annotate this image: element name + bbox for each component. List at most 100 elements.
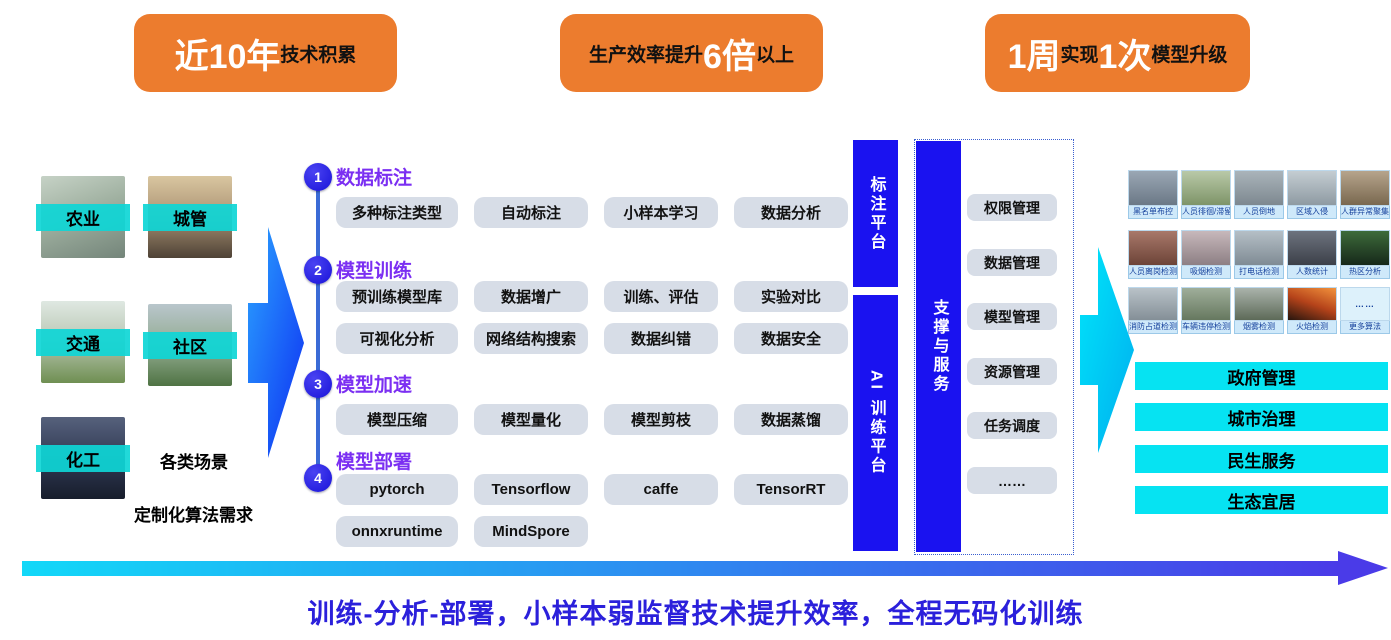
tag: Tensorflow [474, 474, 588, 505]
algorithm-label: 人员徘徊/滞留 [1181, 206, 1231, 219]
scenario-label-community: 社区 [143, 332, 237, 359]
banner-highlight: 1次 [1098, 37, 1152, 76]
algorithm-cell: 人员徘徊/滞留 [1181, 170, 1231, 219]
banner-text: 模型升级 [1151, 44, 1228, 66]
tag: 数据分析 [734, 197, 848, 228]
scenario-label-traffic: 交通 [36, 329, 130, 356]
algorithm-cell: 火焰检测 [1287, 287, 1337, 334]
flow-arrow-left-icon [248, 227, 304, 458]
service-resource-management: 资源管理 [967, 358, 1057, 385]
more-algorithms-dots: …… [1340, 287, 1390, 321]
algorithm-label: 区域入侵 [1287, 206, 1337, 219]
algorithm-thumbnail [1181, 230, 1231, 266]
application-government-management: 政府管理 [1135, 362, 1388, 390]
tag: onnxruntime [336, 516, 458, 547]
tag: 数据增广 [474, 281, 588, 312]
algorithm-cell: 烟雾检测 [1234, 287, 1284, 334]
tag: 数据纠错 [604, 323, 718, 354]
algorithm-label: 车辆违停检测 [1181, 321, 1231, 334]
tag: 模型量化 [474, 404, 588, 435]
algorithm-label: 打电话检测 [1234, 266, 1284, 279]
scenario-thumb-chemical: 化工 [36, 417, 130, 499]
bottom-flow-arrow-body [22, 561, 1338, 576]
bottom-flow-arrow-head-icon [1338, 551, 1388, 585]
algorithm-cell: 人群异常聚集 [1340, 170, 1390, 219]
algorithm-cell-more: ……更多算法 [1340, 287, 1390, 334]
algorithm-grid-row-1: 黑名单布控 人员徘徊/滞留 人员倒地 区域入侵 人群异常聚集 [1128, 170, 1390, 219]
service-model-management: 模型管理 [967, 303, 1057, 330]
scenario-label-agriculture: 农业 [36, 204, 130, 231]
algorithm-thumbnail [1181, 170, 1231, 206]
banner-text: 技术积累 [280, 44, 357, 66]
banner-text: 以上 [755, 44, 794, 66]
algorithm-thumbnail [1128, 287, 1178, 321]
platform-bar-ai-training: AI 训练平台 [853, 295, 898, 551]
algorithm-cell: 黑名单布控 [1128, 170, 1178, 219]
algorithm-label: 人员离岗检测 [1128, 266, 1178, 279]
tag: 可视化分析 [336, 323, 458, 354]
scenario-thumb-agriculture: 农业 [36, 176, 130, 258]
service-more: …… [967, 467, 1057, 494]
algorithm-label: 火焰检测 [1287, 321, 1337, 334]
algorithm-cell: 人员倒地 [1234, 170, 1284, 219]
tag: 自动标注 [474, 197, 588, 228]
tag: 网络结构搜索 [474, 323, 588, 354]
algorithm-thumbnail [1234, 170, 1284, 206]
platform-bar-annotation: 标注平台 [853, 140, 898, 287]
platform-bar-support-services: 支撑与服务 [916, 141, 961, 552]
algorithm-label: 黑名单布控 [1128, 206, 1178, 219]
step-number-4: 4 [304, 464, 332, 492]
tag: TensorRT [734, 474, 848, 505]
algorithm-thumbnail [1340, 170, 1390, 206]
algorithm-thumbnail [1181, 287, 1231, 321]
algorithm-thumbnail [1128, 170, 1178, 206]
step-2-tags: 预训练模型库 数据增广 训练、评估 实验对比 可视化分析 网络结构搜索 数据纠错… [336, 281, 848, 354]
tag: 模型压缩 [336, 404, 458, 435]
banner-highlight: 6倍 [703, 37, 756, 76]
step-title-model-deployment: 模型部署 [336, 452, 413, 473]
caption-various-scenarios: 各类场景 [160, 453, 228, 472]
application-public-services: 民生服务 [1135, 445, 1388, 473]
service-permission-management: 权限管理 [967, 194, 1057, 221]
algorithm-cell: 吸烟检测 [1181, 230, 1231, 279]
algorithm-label: 消防占道检测 [1128, 321, 1178, 334]
algorithm-label: 吸烟检测 [1181, 266, 1231, 279]
banner-text: 生产效率提升 [589, 44, 704, 66]
step-title-model-training: 模型训练 [336, 261, 413, 282]
step-number-1: 1 [304, 163, 332, 191]
application-city-governance: 城市治理 [1135, 403, 1388, 431]
caption-custom-algorithm-needs: 定制化算法需求 [134, 506, 253, 525]
step-3-tags: 模型压缩 模型量化 模型剪枝 数据蒸馏 [336, 404, 848, 435]
algorithm-label: 更多算法 [1340, 321, 1390, 334]
tag: 多种标注类型 [336, 197, 458, 228]
banner-highlight: 近10年 [174, 37, 281, 76]
algorithm-grid-row-3: 消防占道检测 车辆违停检测 烟雾检测 火焰检测 ……更多算法 [1128, 287, 1390, 334]
tag: 小样本学习 [604, 197, 718, 228]
scenario-thumb-community: 社区 [143, 304, 237, 386]
algorithm-cell: 人数统计 [1287, 230, 1337, 279]
algorithm-label: 热区分析 [1340, 266, 1390, 279]
tag: 数据蒸馏 [734, 404, 848, 435]
algorithm-thumbnail [1287, 287, 1337, 321]
tag: 模型剪枝 [604, 404, 718, 435]
banner-text: 实现 [1060, 44, 1099, 66]
footer-caption: 训练-分析-部署，小样本弱监督技术提升效率，全程无码化训练 [307, 599, 1084, 629]
algorithm-thumbnail [1234, 230, 1284, 266]
tag: pytorch [336, 474, 458, 505]
algorithm-cell: 热区分析 [1340, 230, 1390, 279]
algorithm-thumbnail [1128, 230, 1178, 266]
step-number-3: 3 [304, 370, 332, 398]
application-ecological-livability: 生态宜居 [1135, 486, 1388, 514]
algorithm-cell: 区域入侵 [1287, 170, 1337, 219]
step-number-2: 2 [304, 256, 332, 284]
tag: 训练、评估 [604, 281, 718, 312]
tag: 实验对比 [734, 281, 848, 312]
service-data-management: 数据管理 [967, 249, 1057, 276]
step-4-tags: pytorch Tensorflow caffe TensorRT onnxru… [336, 474, 848, 547]
tag: 数据安全 [734, 323, 848, 354]
algorithm-label: 人数统计 [1287, 266, 1337, 279]
algorithm-cell: 消防占道检测 [1128, 287, 1178, 334]
algorithm-cell: 人员离岗检测 [1128, 230, 1178, 279]
